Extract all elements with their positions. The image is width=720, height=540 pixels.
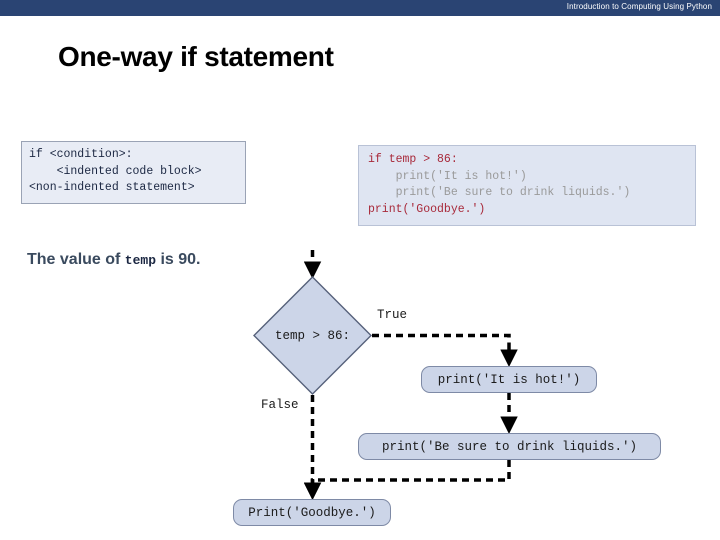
header-bar: Introduction to Computing Using Python [0,0,720,16]
value-note: The value of temp is 90. [27,251,201,269]
example-line: print('Goodbye.') [368,202,486,216]
flowchart-node-print-hot: print('It is hot!') [421,366,597,393]
value-note-prefix: The value of [27,251,125,268]
connector-true-branch [372,333,518,367]
course-title: Introduction to Computing Using Python [566,2,712,11]
example-line: print('It is hot!') [368,169,527,183]
syntax-code-box: if <condition>: <indented code block> <n… [21,141,246,204]
connector-drink-to-goodbye [303,460,511,500]
example-code-box: if temp > 86: print('It is hot!') print(… [358,145,696,226]
syntax-line: if <condition>: [29,148,133,161]
flowchart-condition-node: temp > 86: [253,276,372,395]
example-line: if temp > 86: [368,153,458,166]
branch-label-true: True [377,308,408,322]
page-title: One-way if statement [58,41,334,72]
syntax-line: <indented code block> [29,164,202,178]
flowchart-node-print-drink: print('Be sure to drink liquids.') [358,433,661,460]
condition-label: temp > 86: [274,328,350,343]
syntax-line: <non-indented statement> [29,181,195,194]
value-note-suffix: is 90. [156,251,201,268]
branch-label-false: False [261,398,299,412]
diamond-shape [253,276,372,395]
flowchart-node-print-goodbye: Print('Goodbye.') [233,499,391,526]
value-note-variable: temp [124,253,157,268]
example-line: print('Be sure to drink liquids.') [368,186,631,199]
